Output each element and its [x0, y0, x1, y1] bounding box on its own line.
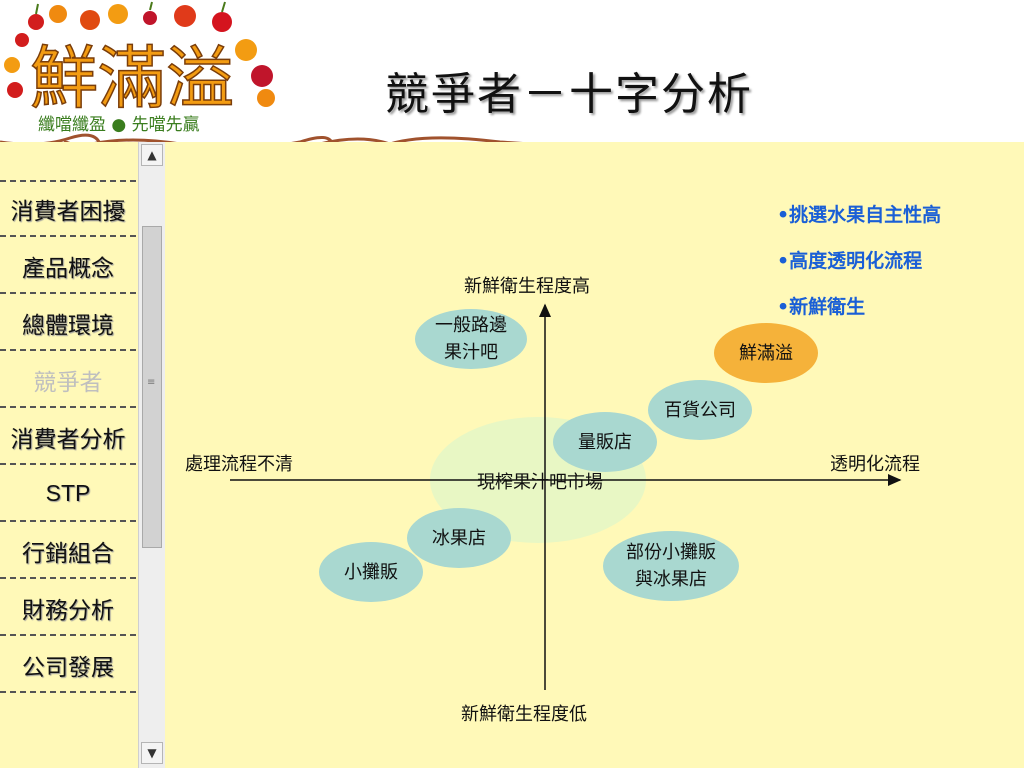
key-point: •新鮮衛生 — [777, 296, 866, 318]
y-axis-top-label: 新鮮衛生程度高 — [464, 276, 590, 297]
sidebar-item-company-development[interactable]: 公司發展 — [0, 638, 136, 693]
bubble-vendors-and-ice-shops — [603, 531, 739, 601]
bubble-label-hypermarket: 量販店 — [578, 432, 632, 453]
sidebar-item-macro-environment[interactable]: 總體環境 — [0, 296, 136, 351]
scrollbar-thumb[interactable]: ≡ — [142, 226, 162, 548]
cross-analysis-diagram — [230, 303, 902, 690]
bubble-department-store — [648, 380, 752, 440]
bubble-label-vendors-and-ice-shops: 部份小攤販 與冰果店 — [601, 539, 741, 593]
divider — [0, 180, 136, 182]
center-market-label: 現榨果汁吧市場 — [477, 472, 603, 493]
bubble-street-vendor — [319, 542, 423, 602]
bubble-roadside-juice-bar — [415, 309, 527, 369]
key-points-list: •挑選水果自主性高 •高度透明化流程 •新鮮衛生 — [777, 192, 941, 330]
bubble-label-ice-fruit-shop: 冰果店 — [432, 528, 486, 549]
bubble-xianmanyi — [714, 323, 818, 383]
x-axis-left-label: 處理流程不清 — [185, 454, 293, 475]
bubble-ice-fruit-shop — [407, 508, 511, 568]
page-title: 競爭者－十字分析 — [385, 69, 753, 120]
key-point: •挑選水果自主性高 — [777, 204, 942, 226]
chevron-up-icon[interactable]: ▲ — [141, 144, 163, 166]
sidebar-item-consumer-analysis[interactable]: 消費者分析 — [0, 410, 136, 465]
brand-logo: 鮮滿溢 纖噹纖盈 ● 先噹先贏 — [4, 1, 275, 135]
key-point: •高度透明化流程 — [777, 250, 923, 272]
sidebar-item-marketing-mix[interactable]: 行銷組合 — [0, 524, 136, 579]
svg-text:鮮滿溢: 鮮滿溢 — [30, 40, 234, 119]
bubble-label-roadside: 一般路邊 果汁吧 — [421, 312, 521, 366]
sidebar-nav: 消費者困擾 產品概念 總體環境 競爭者 消費者分析 STP 行銷組合 財務分析 … — [0, 142, 140, 768]
sidebar-item-competitors[interactable]: 競爭者 — [0, 353, 136, 408]
bubble-label-department-store: 百貨公司 — [664, 400, 736, 421]
bubble-label-line: 果汁吧 — [444, 342, 498, 363]
bubble-label-xianmanyi: 鮮滿溢 — [739, 343, 793, 364]
content-panel: 新鮮衛生程度高 新鮮衛生程度低 處理流程不清 透明化流程 一般路邊 果汁吧 鮮滿… — [165, 142, 1024, 768]
sidebar-scrollbar[interactable]: ▲ ≡ ▼ — [138, 142, 165, 768]
bubble-hypermarket — [553, 412, 657, 472]
chevron-down-icon[interactable]: ▼ — [141, 742, 163, 764]
bubble-label-line: 部份小攤販 — [626, 542, 716, 563]
bubble-label-street-vendor: 小攤販 — [344, 562, 398, 583]
bubble-label-line: 一般路邊 — [435, 315, 507, 336]
sidebar-item-consumer-pain[interactable]: 消費者困擾 — [0, 182, 136, 237]
sidebar-item-product-concept[interactable]: 產品概念 — [0, 239, 136, 294]
x-axis-right-label: 透明化流程 — [830, 454, 920, 475]
sidebar-item-stp[interactable]: STP — [0, 467, 136, 522]
grip-icon: ≡ — [147, 377, 156, 388]
y-axis-bottom-label: 新鮮衛生程度低 — [461, 704, 587, 725]
svg-text:纖噹纖盈 ● 先噹先贏: 纖噹纖盈 ● 先噹先贏 — [38, 115, 200, 135]
sidebar-item-financial-analysis[interactable]: 財務分析 — [0, 581, 136, 636]
bubble-label-line: 與冰果店 — [635, 569, 707, 590]
header: 鮮滿溢 纖噹纖盈 ● 先噹先贏 競爭者－十字分析 — [0, 0, 1024, 160]
